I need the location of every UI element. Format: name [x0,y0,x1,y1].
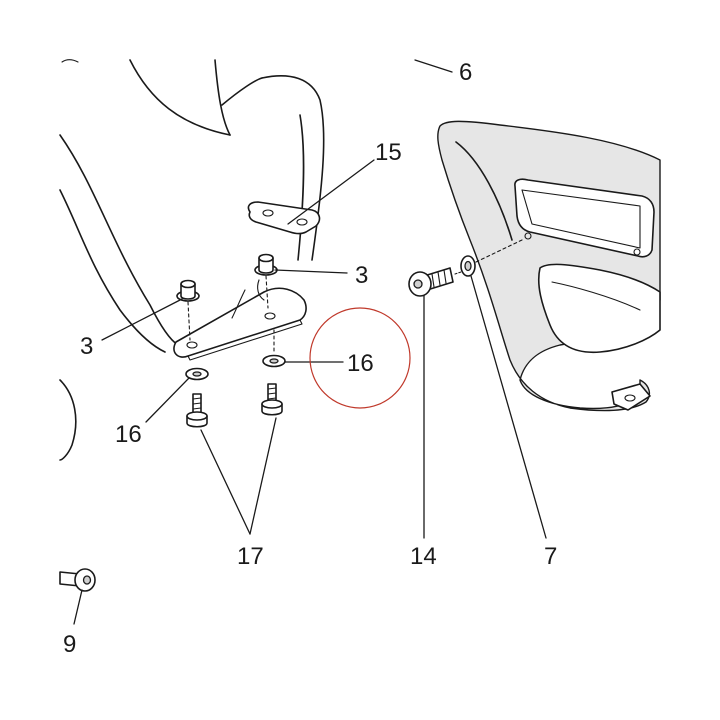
mounting-plate [173,287,307,361]
bracket-15 [247,201,321,235]
bushing-3-right [254,253,278,309]
washer-16-right [262,329,286,368]
screw-17-right [261,383,283,416]
callout-14: 14 [410,543,437,570]
highlight-circle [309,307,411,409]
callout-16-right: 16 [347,350,374,377]
bolt-14 [408,267,462,297]
fairing-panel-right [437,120,661,412]
leader-lines [73,59,547,625]
fairing-body-left [59,59,325,353]
callout-17: 17 [237,543,264,570]
callout-15: 15 [375,139,402,166]
left-edge-part [59,379,77,461]
callout-7: 7 [544,543,557,570]
washer-16-left [185,367,209,381]
bolt-9 [59,568,96,592]
callout-6: 6 [459,59,472,86]
bushing-3-left [176,279,200,341]
callout-3-left: 3 [80,333,93,360]
callout-3-right: 3 [355,262,368,289]
screw-17-left [186,393,208,428]
washer-7 [460,239,523,277]
callout-16-left: 16 [115,421,142,448]
callout-9: 9 [63,631,76,658]
